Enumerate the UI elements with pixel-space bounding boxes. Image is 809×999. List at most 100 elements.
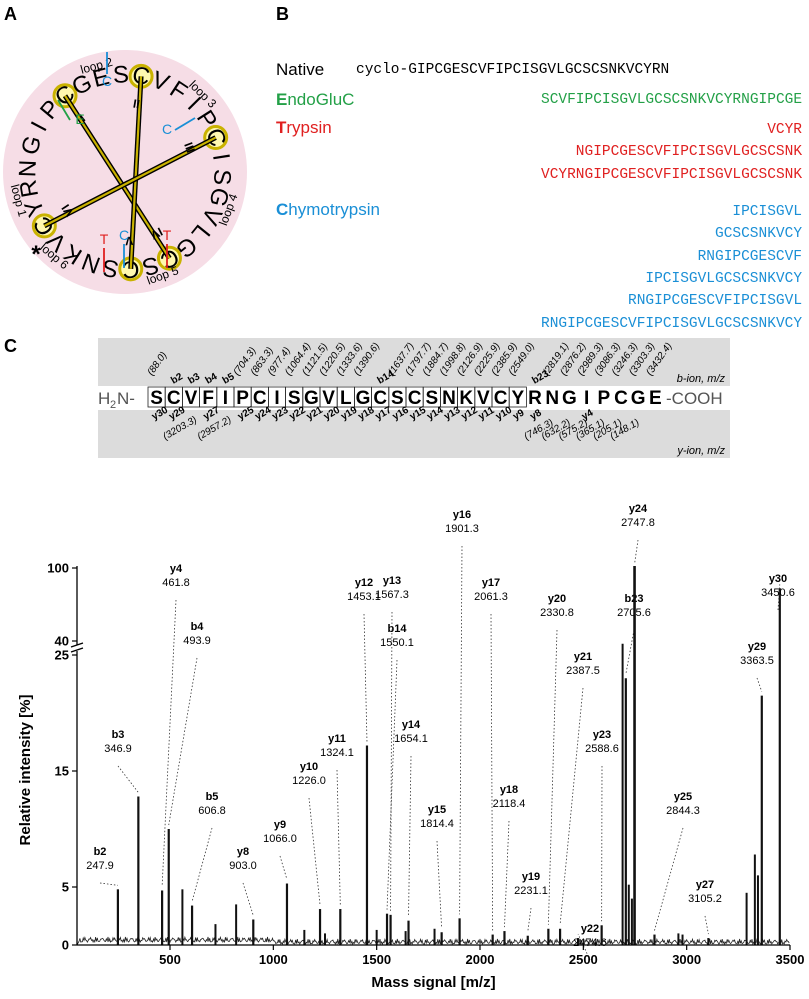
- x-tick-label: 1500: [362, 952, 391, 967]
- peak-mz-label: 1901.3: [445, 523, 479, 535]
- residue: E: [649, 388, 662, 409]
- sequence-letter: S: [139, 250, 162, 280]
- peak-ion-name: y13: [383, 575, 401, 587]
- y-tick-label: 5: [62, 880, 69, 895]
- peak-leader-line: [459, 545, 463, 915]
- y-ion-name: y9: [511, 407, 527, 422]
- y-ion-name: y8: [528, 407, 544, 422]
- peak-ion-name: y21: [574, 651, 592, 663]
- cleavage-letter: C: [119, 227, 129, 243]
- cleavage-arrow: [57, 99, 71, 121]
- cysteine-numeral: II: [132, 96, 141, 111]
- residue: R: [528, 388, 542, 409]
- endogluc-seq-0: SCVFIPCISGVLGCSCSNKVCYRNGIPCGE: [541, 92, 803, 108]
- peak-leader-line: [504, 820, 510, 928]
- peak-leader-line: [386, 659, 398, 910]
- x-tick-label: 500: [159, 952, 181, 967]
- peak-ion-name: b4: [191, 621, 205, 633]
- sequence-letter: S: [101, 253, 121, 282]
- peak-ion-name: y19: [522, 871, 540, 883]
- trypsin-seq-0: VCYR: [767, 122, 802, 138]
- peak-leader-line: [547, 629, 558, 925]
- n-terminus-sub: 2: [110, 399, 116, 411]
- panel-b: B Native cyclo-GIPCGESCVFIPCISGVLGCSCSNK…: [270, 0, 805, 332]
- peak-leader-line: [408, 755, 412, 917]
- peak-leader-line: [577, 933, 591, 961]
- peak-mz-label: 2231.1: [514, 885, 548, 897]
- peak-leader-line: [559, 687, 584, 925]
- b-ion-band: [98, 338, 730, 386]
- cyclotide-diagram: GIPCGESCVFIPCISGVLGCSCSNKVCYRNIIIIIIIVVV…: [3, 50, 247, 294]
- peak-ion-name: y17: [482, 577, 500, 589]
- x-tick-label: 3000: [672, 952, 701, 967]
- peak-mz-label: 2588.6: [585, 743, 619, 755]
- peak-leader-line: [527, 907, 532, 932]
- peak-leader-line: [704, 915, 709, 935]
- y-tick-label: 0: [62, 938, 69, 953]
- residue: S: [288, 388, 301, 409]
- peak-leader-line: [436, 840, 443, 929]
- sequence-letter: S: [112, 61, 129, 89]
- y-ion-band: [98, 410, 730, 458]
- peak-ion-name: b14: [388, 623, 408, 635]
- residue: C: [373, 388, 387, 409]
- residue: S: [391, 388, 404, 409]
- residue: P: [236, 388, 249, 409]
- peak-ion-name: y4: [170, 563, 183, 575]
- peak-ion-name: y23: [593, 729, 611, 741]
- disulfide-bond-fill: [43, 136, 217, 227]
- residue: C: [614, 388, 628, 409]
- residue: G: [562, 388, 577, 409]
- cysteine-numeral: V: [125, 234, 134, 248]
- y-ion-name: y4: [580, 407, 596, 422]
- chymotrypsin-seq-2: RNGIPCGESCVF: [697, 248, 803, 265]
- chymotrypsin-seq-5: RNGIPCGESCVFIPCISGVLGCSCSNKVCY: [541, 315, 803, 332]
- panel-a: A GIPCGESCVFIPCISGVLGCSCSNKVCYRNIIIIIIIV…: [0, 0, 250, 330]
- residue: F: [202, 388, 214, 409]
- peak-mz-label: 1654.1: [394, 733, 428, 745]
- peak-leader-line: [777, 584, 781, 611]
- residue: I: [223, 388, 228, 409]
- peak-leader-line: [336, 769, 341, 906]
- residue: Y: [511, 388, 524, 409]
- chymotrypsin-seq-3: IPCISGVLGCSCSNKVCY: [645, 270, 803, 287]
- trypsin-label-rest: rypsin: [286, 118, 332, 137]
- chymotrypsin-seq-4: RNGIPCGESCVFIPCISGVL: [628, 293, 803, 310]
- residue: C: [167, 388, 181, 409]
- peak-ion-name: y20: [548, 593, 566, 605]
- x-axis-label: Mass signal [m/z]: [371, 974, 495, 991]
- residue: V: [477, 388, 490, 409]
- trypsin-label-first: T: [276, 118, 287, 137]
- panel-letter-b: B: [276, 4, 289, 24]
- n-terminus: H: [98, 389, 110, 408]
- peak-leader-line: [654, 827, 684, 931]
- cleavage-arrow: [174, 117, 196, 131]
- disulfide-bond-fill: [129, 76, 143, 269]
- peak-mz-label: 1550.1: [380, 637, 414, 649]
- cleavage-letter: T: [100, 231, 109, 247]
- residue: G: [631, 388, 646, 409]
- residue: L: [340, 388, 352, 409]
- peak-leader-line: [161, 599, 177, 887]
- peak-leader-line: [308, 797, 321, 906]
- residue: G: [356, 388, 371, 409]
- chymotrypsin-seq-1: GCSCSNKVCY: [715, 226, 803, 243]
- peak-ion-name: y11: [328, 733, 346, 745]
- peak-leader-line: [363, 613, 368, 742]
- peak-ion-name: b3: [112, 729, 125, 741]
- peak-mz-label: 461.8: [162, 577, 190, 589]
- b-ion-name: b4: [204, 371, 220, 387]
- peak-mz-label: 2747.8: [621, 517, 655, 529]
- y-tick-label: 15: [55, 764, 69, 779]
- peak-mz-label: 2387.5: [566, 665, 600, 677]
- peak-mz-label: 1453.1: [347, 591, 381, 603]
- native-label: Native: [276, 60, 325, 79]
- chymotrypsin-label-rest: hymotrypsin: [288, 200, 380, 219]
- peak-mz-label: 247.9: [86, 860, 114, 872]
- peak-ion-name: b2: [94, 846, 107, 858]
- peak-ion-name: b5: [206, 791, 219, 803]
- residue: C: [408, 388, 422, 409]
- residue: I: [274, 388, 279, 409]
- peak-mz-label: 1066.0: [263, 833, 297, 845]
